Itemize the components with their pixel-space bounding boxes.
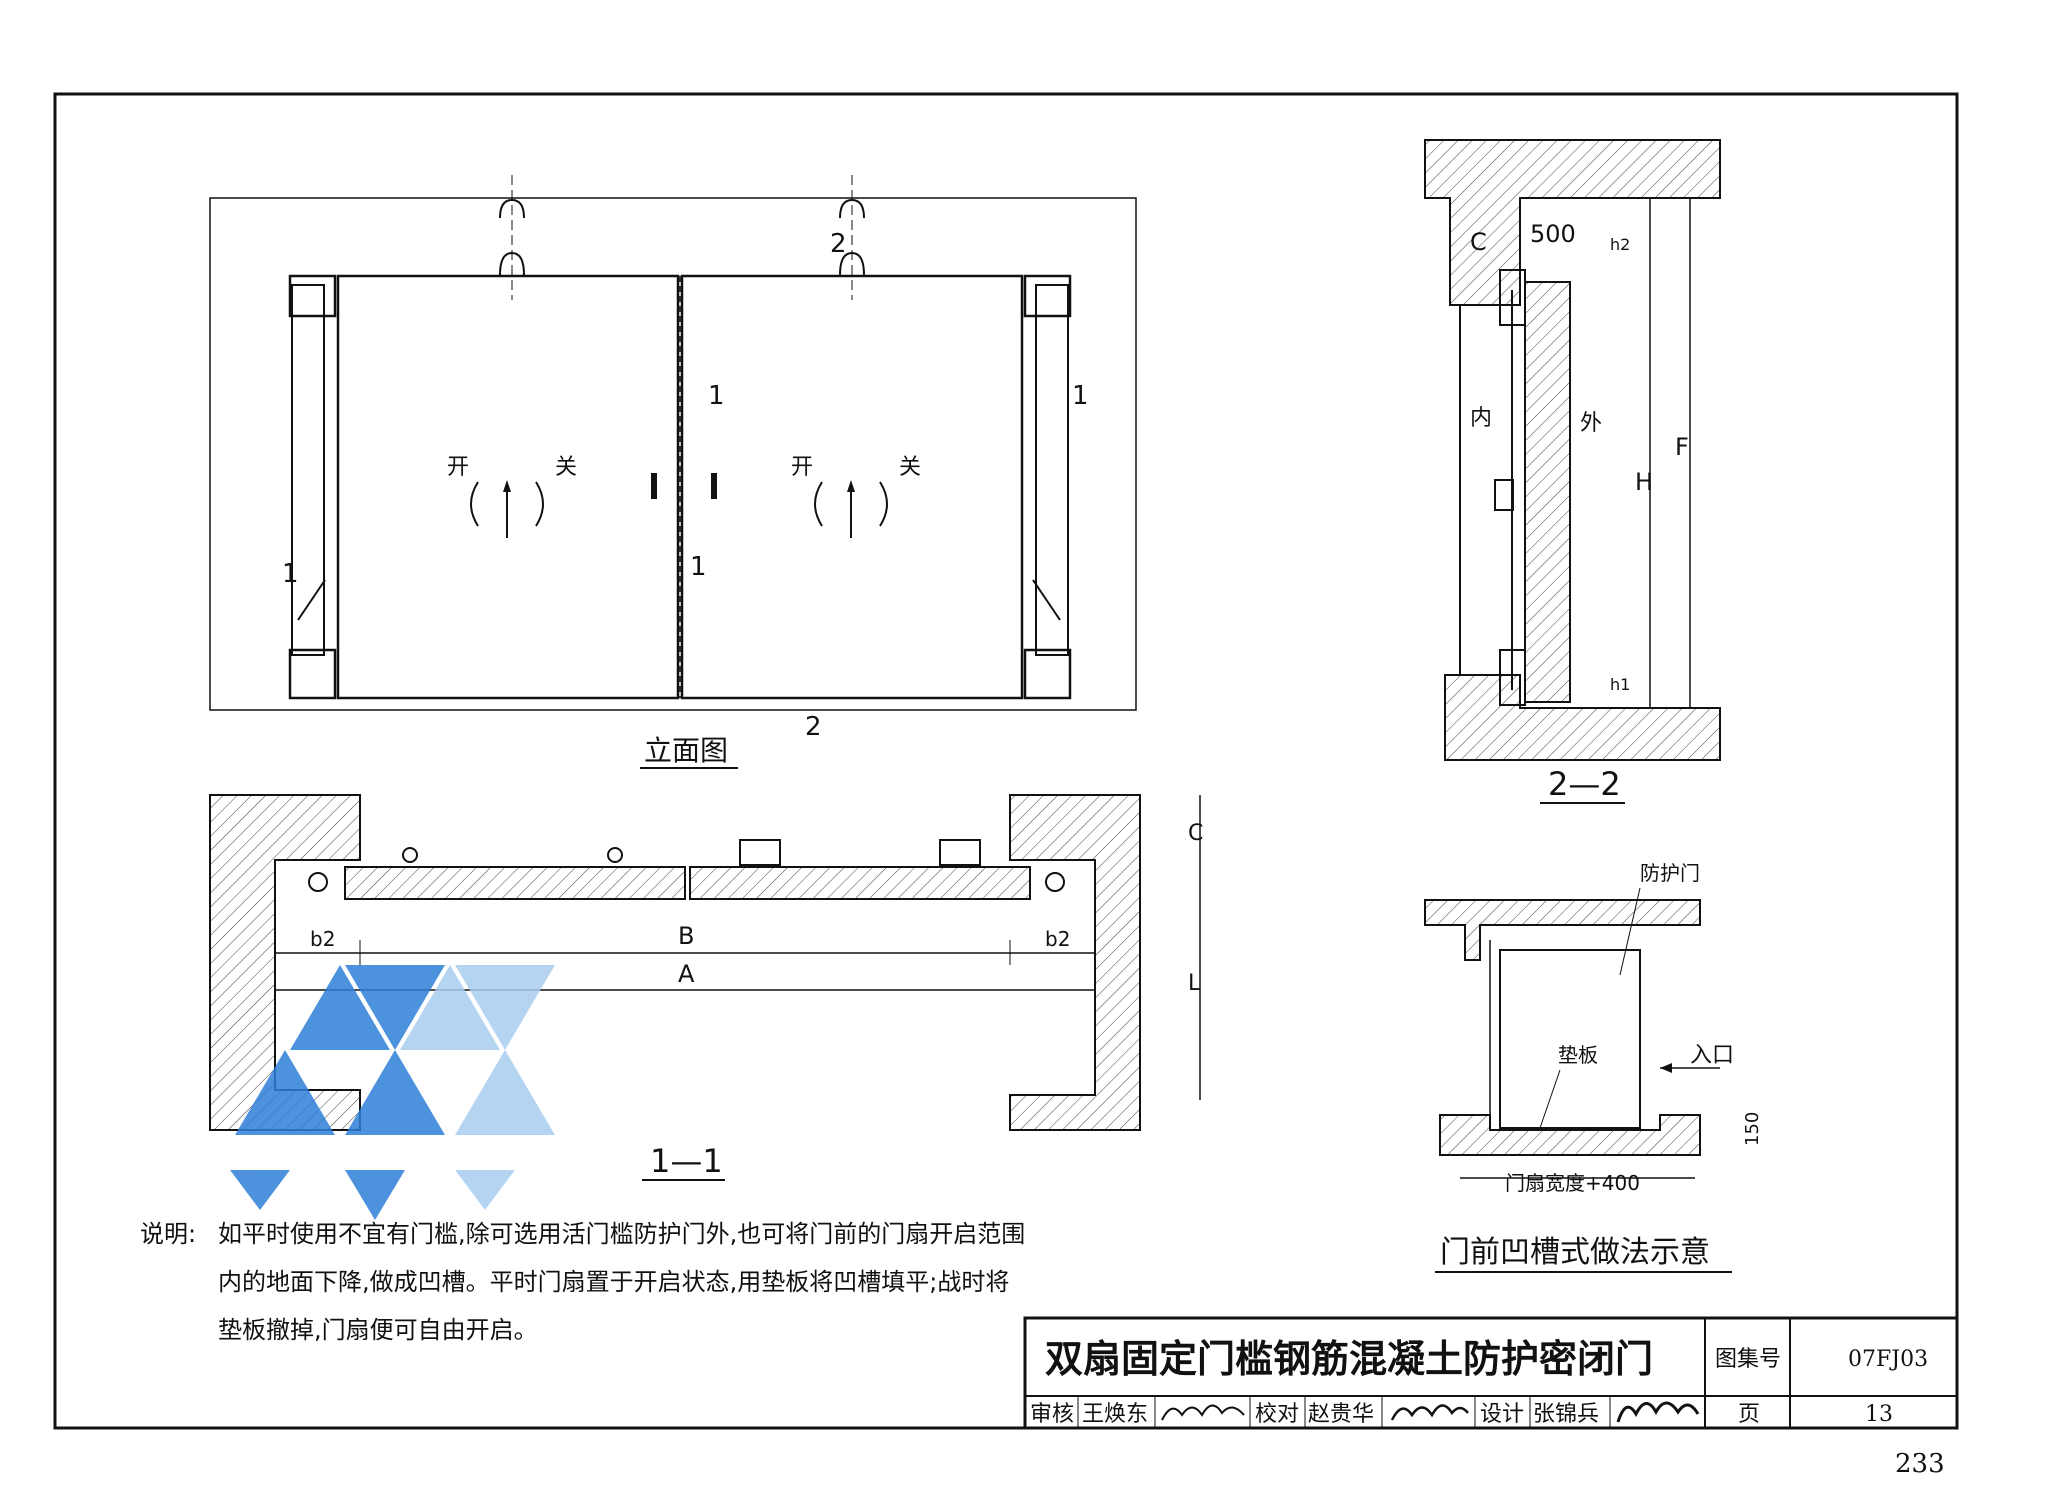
dim-h: H	[1635, 468, 1653, 496]
section-mark-1-d: 1	[1072, 381, 1089, 411]
top-slab	[1424, 139, 1721, 306]
notes-line-2: 内的地面下降,做成凹槽。平时门扇置于开启状态,用垫板将凹槽填平;战时将	[218, 1268, 1009, 1296]
dim-f: F	[1675, 433, 1689, 461]
section-mark-2-top: 2	[830, 229, 847, 259]
wall-opening-outline	[209, 197, 1137, 711]
atlas-number: 07FJ03	[1848, 1347, 1928, 1372]
drawing-title: 双扇固定门槛钢筋混凝土防护密闭门	[1045, 1337, 1653, 1381]
watermark-logo	[230, 965, 555, 1220]
groove-top-slab	[1424, 899, 1701, 961]
dim-150: 150	[1742, 1112, 1763, 1146]
notes: 说明: 如平时使用不宜有门槛,除可选用活门槛防护门外,也可将门前的门扇开启范围 …	[140, 1220, 1025, 1344]
dim-l: L	[1188, 971, 1201, 996]
section-1-1-view: C L b2 b2 B A 1—1	[209, 794, 1203, 1181]
groove-width-label: 门扇宽度+400	[1505, 1171, 1640, 1195]
open-label-left: 开	[447, 455, 469, 480]
groove-title: 门前凹槽式做法示意	[1440, 1235, 1710, 1270]
hinge-top-left	[288, 274, 337, 318]
dim-500: 500	[1530, 220, 1576, 248]
hinge-bottom-left	[288, 648, 337, 700]
reviewer-name: 王焕东	[1082, 1402, 1148, 1427]
right-leaf-plan	[689, 866, 1031, 900]
dim-b2-right: b2	[1045, 927, 1070, 951]
section-mark-2-bottom: 2	[805, 712, 822, 742]
right-door-leaf	[680, 274, 1024, 700]
page-number-cell: 13	[1865, 1402, 1893, 1427]
section-2-2-title: 2—2	[1548, 765, 1621, 803]
entry-label: 入口	[1690, 1043, 1734, 1068]
designer-signature	[1616, 1401, 1700, 1423]
check-label: 校对	[1255, 1402, 1299, 1427]
sheet-page-number: 233	[1895, 1449, 1945, 1479]
elevation-title: 立面图	[644, 734, 728, 767]
handle-left	[651, 473, 657, 499]
hinge-top-right	[1023, 274, 1072, 318]
designer-name: 张锦兵	[1533, 1402, 1599, 1427]
protective-door-box	[1499, 949, 1641, 1129]
section-mark-1-b: 1	[690, 552, 707, 582]
section-mark-1-c: 1	[282, 559, 299, 589]
hinge-bottom-right	[1023, 648, 1072, 700]
open-label-right: 开	[791, 455, 813, 480]
section-1-1-title: 1—1	[650, 1142, 723, 1180]
atlas-label: 图集号	[1715, 1347, 1781, 1372]
left-frame-post	[291, 284, 325, 656]
handle-right	[711, 473, 717, 499]
open-close-symbol-left: 开 关	[447, 455, 577, 538]
dim-b: B	[678, 922, 694, 950]
pad-label: 垫板	[1558, 1043, 1598, 1067]
close-label-left: 关	[555, 455, 577, 480]
dim-c-22: C	[1470, 228, 1487, 256]
groove-detail-view: 防护门 垫板 入口 150 门扇宽度+400 门前凹槽式做法示意	[1424, 861, 1763, 1273]
review-label: 审核	[1030, 1402, 1074, 1427]
dim-h2: h2	[1610, 235, 1630, 254]
dim-c-11: C	[1188, 821, 1203, 846]
page-label: 页	[1738, 1402, 1760, 1427]
title-block: 双扇固定门槛钢筋混凝土防护密闭门 图集号 07FJ03 审核 王焕东 校对 赵贵…	[1023, 1316, 1959, 1430]
floor-slab	[1444, 674, 1721, 761]
groove-floor	[1439, 1114, 1701, 1156]
door-leaf-section	[1524, 281, 1571, 703]
outside-label: 外	[1580, 411, 1602, 436]
door-label: 防护门	[1640, 861, 1700, 885]
notes-line-1: 如平时使用不宜有门槛,除可选用活门槛防护门外,也可将门前的门扇开启范围	[218, 1220, 1025, 1248]
dim-b2-left: b2	[310, 927, 335, 951]
reviewer-signature	[1161, 1404, 1245, 1421]
inside-label: 内	[1470, 406, 1492, 431]
left-door-leaf	[336, 274, 680, 700]
design-label: 设计	[1480, 1402, 1524, 1427]
right-wall-plan	[1009, 794, 1141, 1131]
open-close-symbol-right: 开 关	[791, 455, 921, 538]
dim-h1: h1	[1610, 675, 1630, 694]
notes-prefix: 说明:	[140, 1220, 196, 1248]
elevation-view: 开 关 开 关 2 2 1 1 1 1 立面图	[209, 175, 1137, 769]
dim-a: A	[678, 960, 695, 988]
notes-line-3: 垫板撤掉,门扇便可自由开启。	[218, 1316, 538, 1344]
checker-signature	[1390, 1404, 1469, 1421]
section-2-2-view: C 500 h2 H F h1 内 外 2—2	[1424, 139, 1721, 804]
right-frame-post	[1035, 284, 1069, 656]
left-leaf-plan	[344, 866, 686, 900]
checker-name: 赵贵华	[1308, 1402, 1374, 1427]
section-mark-1-a: 1	[708, 381, 725, 411]
close-label-right: 关	[899, 455, 921, 480]
sheet-frame	[53, 92, 1959, 1430]
